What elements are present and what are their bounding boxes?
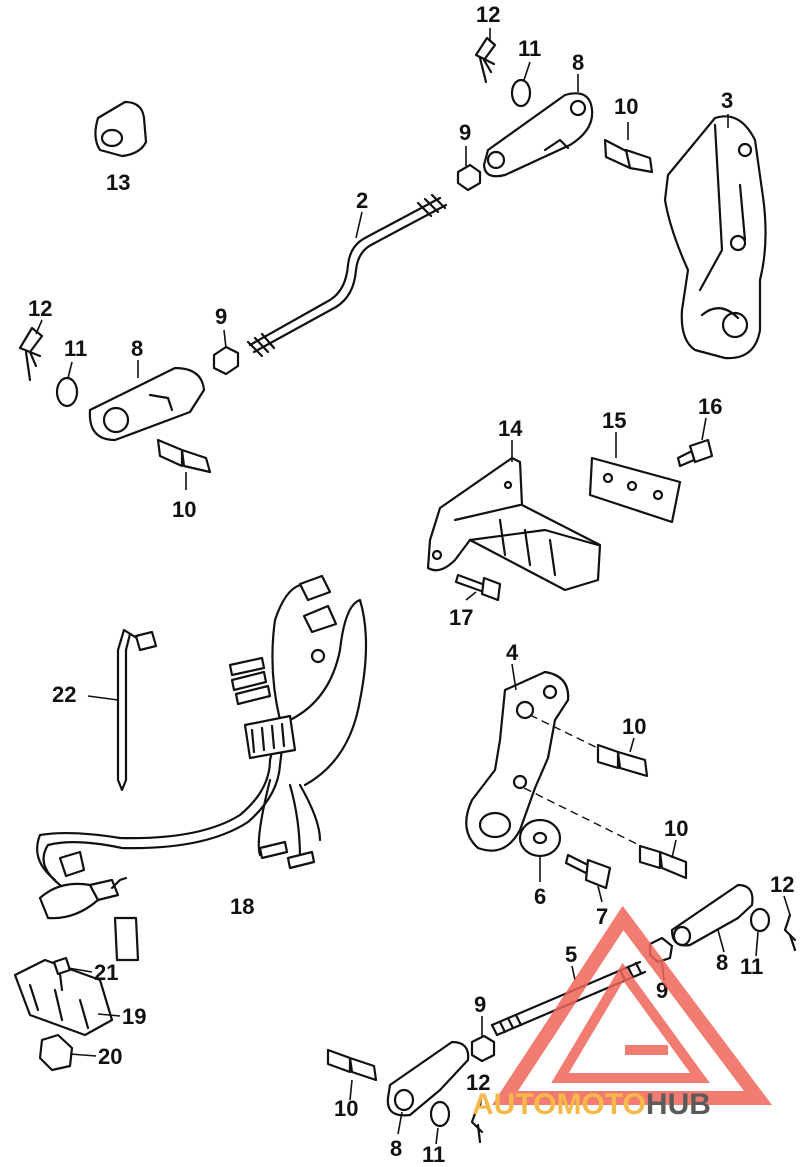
callout-17: 17: [449, 605, 473, 630]
part-20-plate: [38, 1033, 74, 1072]
callout-5: 5: [565, 942, 577, 967]
watermark-text-part2: HUB: [646, 1088, 711, 1121]
callout-19: 19: [122, 1004, 146, 1029]
part-21-screw: [52, 956, 72, 992]
callout-11-bottom: 11: [422, 1142, 445, 1167]
callout-labels: 12 11 8 10 3 9 13 2 12 11 8 9 10 14 15 1…: [28, 2, 794, 1167]
callout-20: 20: [98, 1044, 122, 1069]
callout-15: 15: [602, 408, 626, 433]
part-10-pin-mid-2: [638, 844, 688, 880]
part-15-plate: [588, 456, 682, 524]
leader-lines: [35, 28, 791, 1145]
callout-10-top: 10: [614, 94, 638, 119]
part-9-nut-left: [212, 345, 240, 376]
callout-3: 3: [721, 88, 733, 113]
callout-7: 7: [596, 904, 608, 929]
part-10-pin-left: [156, 438, 212, 474]
part-8-arm-left: [88, 366, 206, 442]
part-4-bracket: [465, 670, 570, 852]
callout-10-bottom: 10: [334, 1096, 358, 1121]
part-19-holder: [13, 958, 114, 1037]
part-11-washer-left: [55, 376, 79, 408]
part-6-washer: [518, 818, 562, 858]
part-11-washer-right: [749, 907, 771, 933]
watermark-logo: [492, 905, 772, 1105]
part-17-bolt: [454, 573, 502, 602]
callout-10-mid-2: 10: [664, 816, 688, 841]
part-8-arm-bottom: [386, 1040, 470, 1117]
callout-11-top: 11: [518, 36, 541, 61]
callout-18: 18: [230, 894, 254, 919]
part-7-bolt: [564, 853, 612, 890]
part-8-arm-top: [482, 92, 594, 178]
part-8-arm-right: [670, 883, 754, 947]
callout-12-left: 12: [28, 296, 52, 321]
part-9-nut-bottom: [470, 1034, 496, 1063]
part-14-bracket: [426, 456, 602, 592]
watermark-triangle-inner: [551, 962, 710, 1083]
callout-12-right: 12: [770, 872, 794, 897]
callout-8-bottom: 8: [390, 1136, 402, 1161]
callout-2: 2: [356, 188, 368, 213]
callout-13: 13: [106, 170, 130, 195]
part-11-washer-top: [510, 78, 532, 108]
callout-11-left: 11: [64, 336, 87, 361]
part-11-washer-bottom: [429, 1100, 451, 1128]
callout-16: 16: [698, 394, 722, 419]
callout-14: 14: [498, 416, 523, 441]
alignment-line-2: [523, 787, 646, 849]
callout-11-right: 11: [740, 954, 763, 979]
callout-8-right: 8: [716, 950, 728, 975]
part-10-pin-top: [603, 138, 654, 174]
callout-4: 4: [506, 640, 519, 665]
part-3-bracket: [663, 115, 767, 360]
part-10-pin-bottom: [326, 1048, 378, 1082]
callout-10-left: 10: [172, 497, 196, 522]
alignment-line-1: [529, 714, 613, 756]
part-9-nut-top: [456, 163, 482, 192]
part-16-bolt: [676, 438, 714, 468]
callout-6: 6: [534, 884, 546, 909]
part-22-probe: [116, 628, 158, 792]
callout-12-top: 12: [476, 2, 500, 27]
part-12-clip-left: [18, 326, 44, 382]
part-13-grommet: [94, 100, 148, 158]
part-12-clip-bottom: [470, 1103, 484, 1144]
watermark-triangle-outer: [492, 905, 772, 1105]
watermark-text: AUTOMOTOHUB: [472, 1088, 711, 1121]
part-2-rod: [246, 193, 448, 358]
callout-8-left: 8: [131, 336, 143, 361]
part-12-clip-right: [783, 913, 797, 952]
callout-22: 22: [52, 682, 76, 707]
callout-9-left: 9: [215, 304, 227, 329]
callout-8-top: 8: [572, 50, 584, 75]
callout-9-bottom: 9: [474, 992, 486, 1017]
part-12-clip-top: [474, 36, 497, 84]
part-18-harness: [36, 574, 368, 962]
watermark-text-part1: AUTOMOTO: [472, 1088, 646, 1121]
callout-10-mid-1: 10: [622, 714, 646, 739]
part-10-pin-mid-1: [596, 743, 649, 778]
callout-21: 21: [94, 960, 118, 985]
callout-12-bottom: 12: [466, 1070, 490, 1095]
callout-9-top: 9: [459, 120, 471, 145]
